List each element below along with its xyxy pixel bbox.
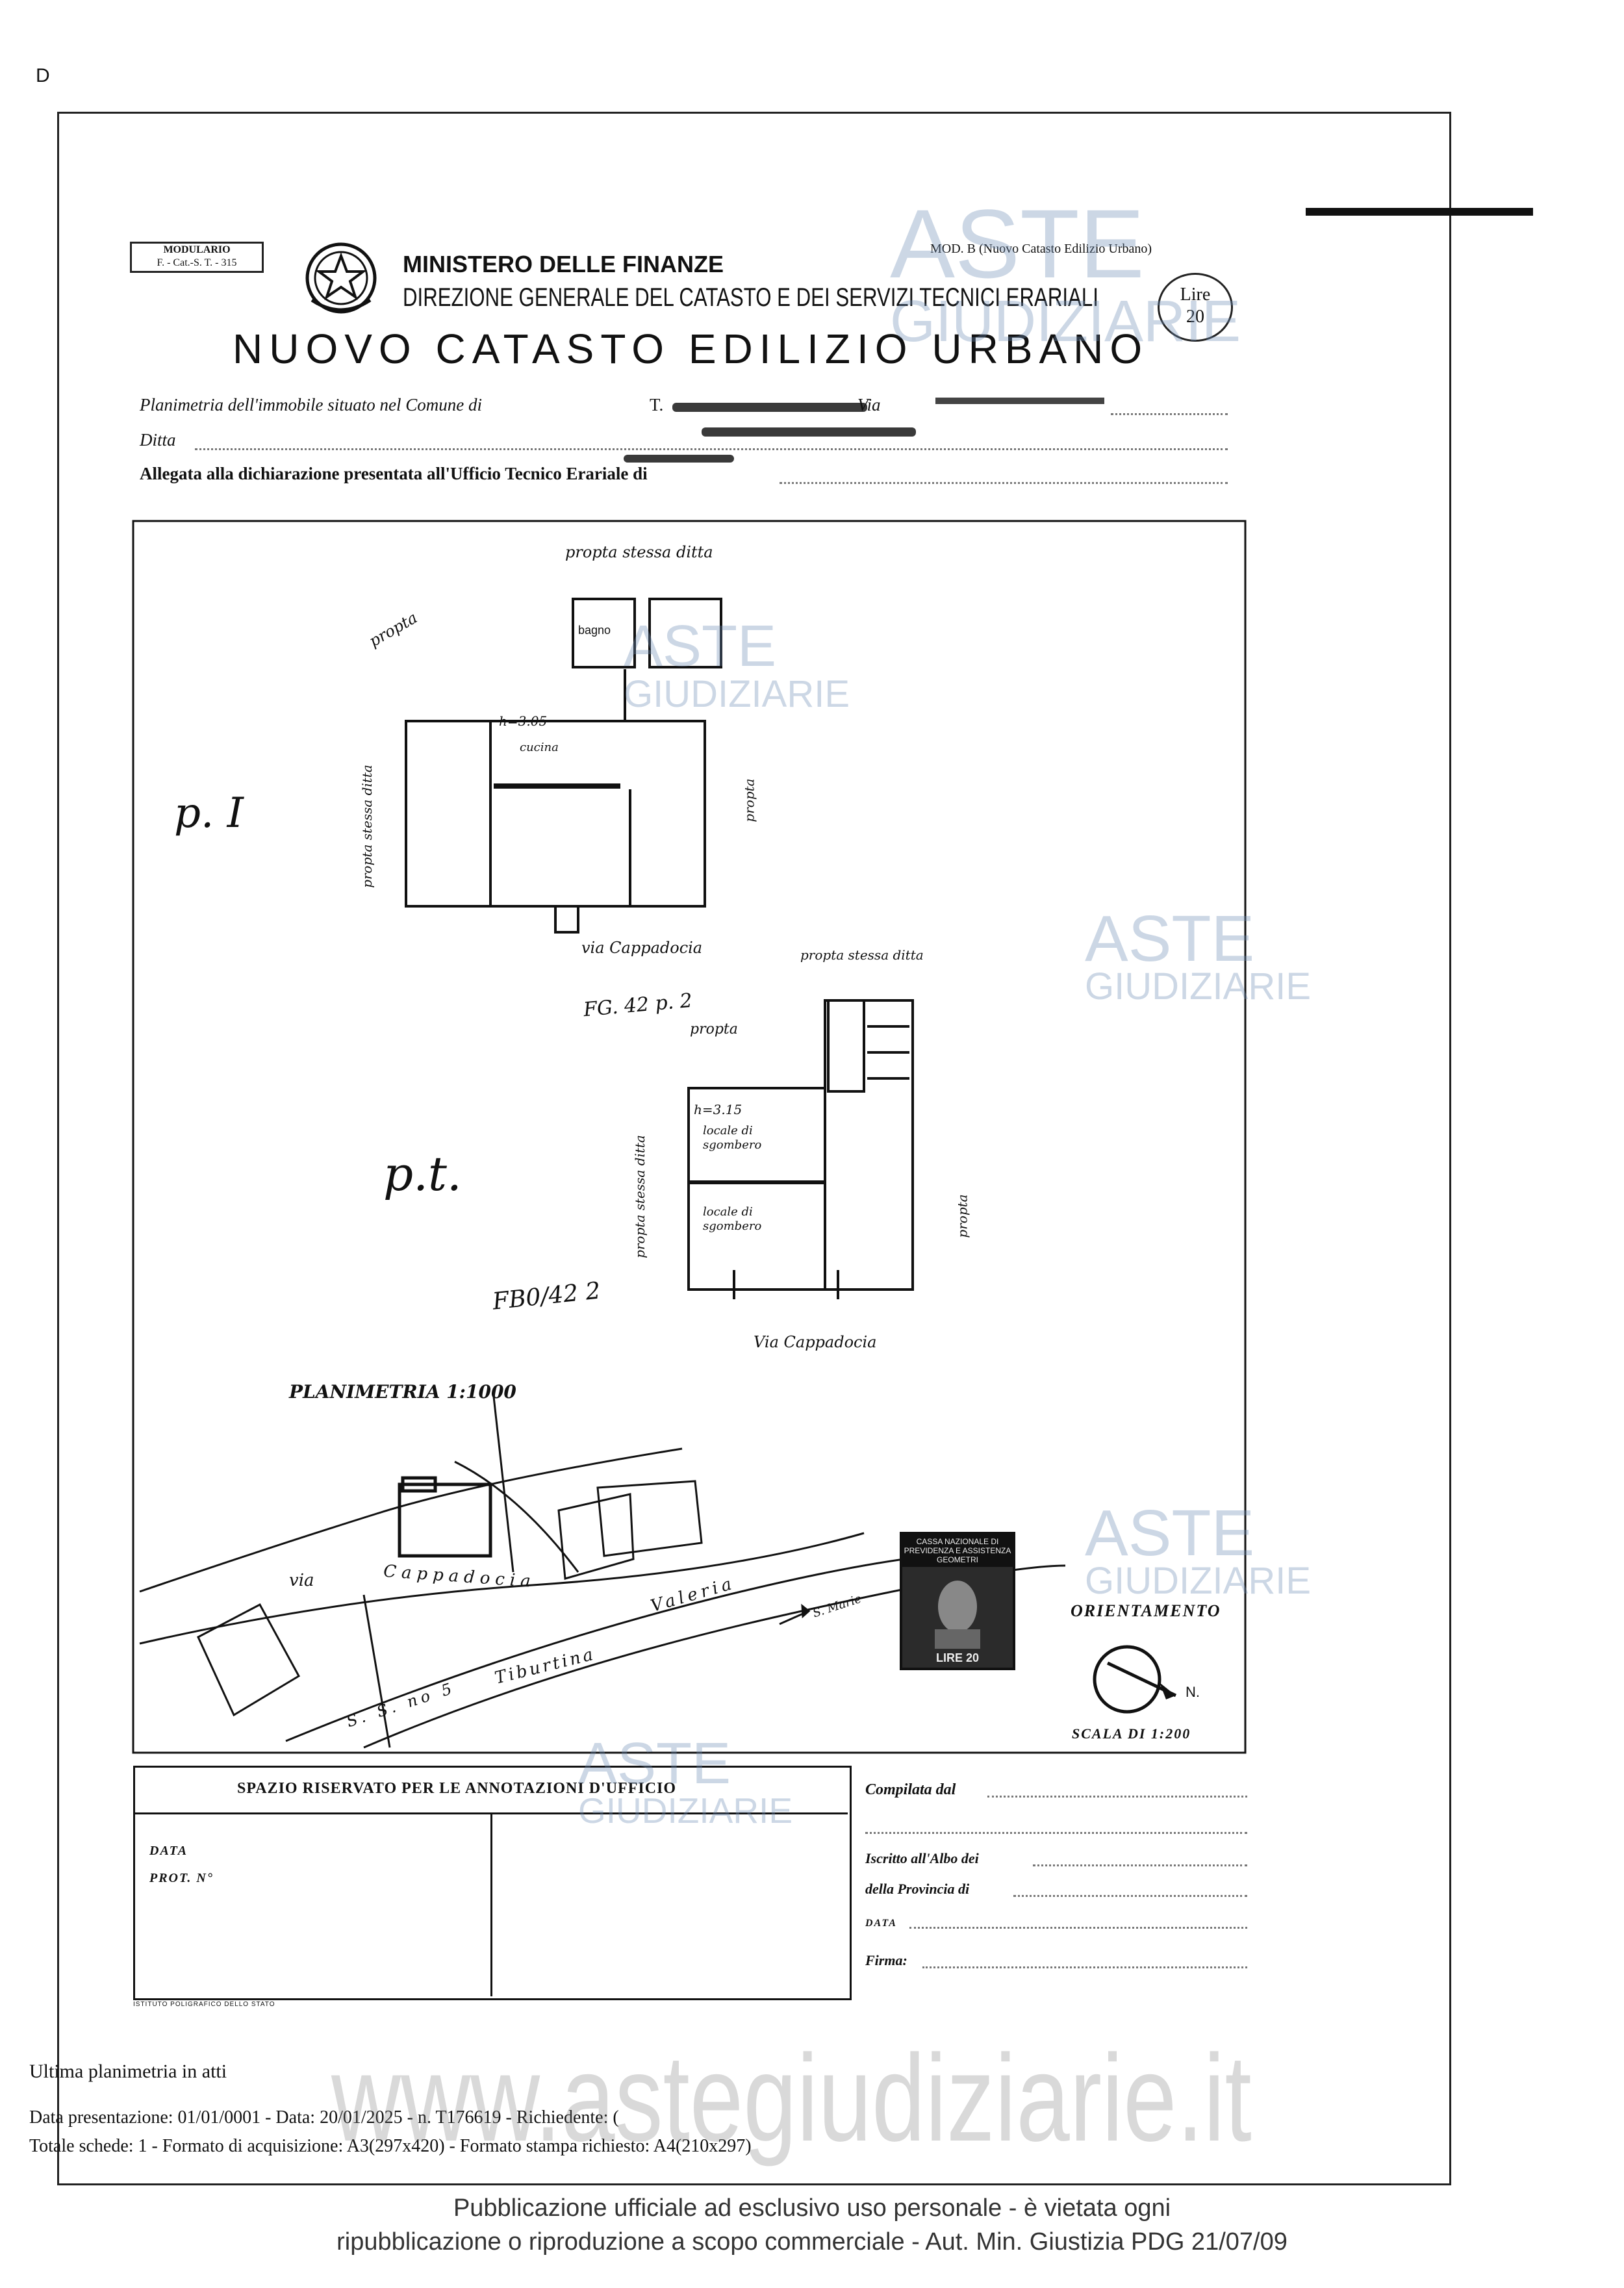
- redaction-comune: [672, 403, 867, 412]
- iscritto-label: Iscritto all'Albo dei: [865, 1850, 979, 1866]
- direction-title: DIREZIONE GENERALE DEL CATASTO E DEI SER…: [403, 283, 1098, 312]
- firma-label: Firma:: [865, 1952, 907, 1968]
- watermark-aste-5: ASTE: [578, 1731, 731, 1796]
- heavy-bar: [1306, 208, 1533, 216]
- label-upper-floor: p. I: [174, 789, 244, 837]
- compilata-label: Compilata dal: [865, 1781, 956, 1798]
- label-via-cappadocia-2: Via Cappadocia: [754, 1333, 877, 1351]
- compilata-line: [987, 1796, 1247, 1798]
- ministry-title: MINISTERO DELLE FINANZE: [403, 251, 724, 277]
- spazio-label: SPAZIO RISERVATO PER LE ANNOTAZIONI D'UF…: [237, 1780, 677, 1797]
- label-bagno: bagno: [578, 624, 611, 637]
- watermark-giudiziarie-2: GIUDIZIARIE: [624, 673, 850, 715]
- compilata-line-2: [865, 1832, 1247, 1834]
- label-planimetria-scale: PLANIMETRIA 1:1000: [289, 1381, 516, 1403]
- page-title: NUOVO CATASTO EDILIZIO URBANO: [233, 325, 1149, 372]
- ultima-planimetria: Ultima planimetria in atti: [29, 2061, 227, 2082]
- revenue-stamp-text-3: GEOMETRI: [936, 1555, 978, 1564]
- watermark-aste-3: ASTE: [1085, 902, 1255, 975]
- office-box-vertical: [490, 1812, 492, 1996]
- label-prop-stessa-ditta-side: propta stessa ditta: [359, 765, 375, 888]
- emblem-icon: [305, 242, 377, 314]
- data-presentazione: Data presentazione: 01/01/0001 - Data: 2…: [29, 2107, 619, 2128]
- modulario-box: MODULARIO F. - Cat.-S. T. - 315: [130, 242, 264, 273]
- modulario-line2: F. - Cat.-S. T. - 315: [157, 257, 237, 268]
- office-data-label: DATA: [149, 1844, 188, 1858]
- label-h-lower: h=3.15: [694, 1102, 742, 1117]
- firma-line: [922, 1966, 1247, 1968]
- redaction-ditta-2: [624, 455, 734, 463]
- watermark-giudiziarie-4: GIUDIZIARIE: [1085, 1560, 1312, 1602]
- data2-line: [909, 1927, 1247, 1929]
- lire-stamp-line1: Lire: [1180, 285, 1211, 305]
- revenue-stamp-value: LIRE 20: [935, 1651, 980, 1664]
- provincia-line: [1013, 1895, 1247, 1897]
- watermark-aste-4: ASTE: [1085, 1497, 1255, 1570]
- outer-frame: [57, 112, 1451, 2185]
- modulario-line1: MODULARIO: [163, 244, 231, 255]
- orientamento-label: ORIENTAMENTO: [1071, 1601, 1221, 1620]
- label-locale-1: locale di sgombero: [703, 1124, 762, 1152]
- via-line: [1111, 413, 1228, 415]
- label-via-cappadocia-1: via Cappadocia: [581, 939, 703, 957]
- label-prop-stessa-ditta-pt: propta stessa ditta: [800, 947, 924, 963]
- office-data2-label: DATA: [865, 1918, 897, 1929]
- label-locale-2: locale di sgombero: [703, 1205, 762, 1233]
- scala-label: SCALA DI 1:200: [1072, 1725, 1191, 1742]
- revenue-stamp: CASSA NAZIONALE DI PREVIDENZA E ASSISTEN…: [900, 1532, 1015, 1670]
- lire-stamp: Lire 20: [1158, 273, 1233, 342]
- label-prop-pt-right: propta: [954, 1194, 971, 1238]
- office-prot-label: PROT. N°: [149, 1871, 214, 1885]
- iscritto-line: [1033, 1864, 1247, 1866]
- label-ground-floor: p.t.: [383, 1147, 462, 1201]
- watermark-aste-1: ASTE: [890, 189, 1145, 298]
- comune-value: T.: [650, 395, 664, 414]
- redaction-via: [935, 398, 1104, 404]
- revenue-stamp-text-2: PREVIDENZA E ASSISTENZA: [904, 1546, 1011, 1555]
- office-box: [133, 1766, 852, 2000]
- lire-stamp-line2: 20: [1186, 307, 1204, 327]
- watermark-aste-2: ASTE: [624, 614, 777, 679]
- watermark-url: www.astegiudiziarie.it: [331, 2029, 1252, 2167]
- notice-line-1: Pubblicazione ufficiale ad esclusivo uso…: [453, 2194, 1171, 2222]
- allegata-line: [780, 482, 1228, 484]
- watermark-giudiziarie-5: GIUDIZIARIE: [578, 1790, 793, 1831]
- corner-letter: D: [36, 65, 50, 86]
- label-prop-right: propta: [741, 778, 757, 822]
- label-cucina: cucina: [520, 741, 559, 754]
- redaction-ditta: [702, 427, 916, 437]
- allegata-label: Allegata alla dichiarazione presentata a…: [140, 464, 648, 483]
- watermark-giudiziarie-1: GIUDIZIARIE: [890, 289, 1241, 354]
- label-prop-stessa-ditta-pt-side: propta stessa ditta: [631, 1135, 648, 1258]
- watermark-giudiziarie-3: GIUDIZIARIE: [1085, 965, 1312, 1008]
- map-label-via: via: [289, 1571, 314, 1590]
- printer-label: ISTITUTO POLIGRAFICO DELLO STATO: [133, 2001, 275, 2008]
- stamp-portrait-icon: [935, 1581, 980, 1649]
- provincia-label: della Provincia di: [865, 1881, 970, 1897]
- via-label: Via: [857, 395, 881, 414]
- ditta-label: Ditta: [140, 430, 176, 450]
- notice-line-2: ripubblicazione o riproduzione a scopo c…: [336, 2228, 1288, 2256]
- label-h-upper: h=3.05: [499, 713, 548, 729]
- mod-b-label: MOD. B (Nuovo Catasto Edilizio Urbano): [930, 242, 1152, 256]
- ditta-line: [195, 448, 1228, 450]
- label-prop-stessa-ditta-top: propta stessa ditta: [565, 543, 713, 561]
- revenue-stamp-text-1: CASSA NAZIONALE DI: [916, 1537, 999, 1546]
- totale-schede: Totale schede: 1 - Formato di acquisizio…: [29, 2136, 752, 2156]
- north-label: N.: [1186, 1684, 1200, 1700]
- label-prop-pt: propta: [690, 1021, 738, 1037]
- planimetria-label: Planimetria dell'immobile situato nel Co…: [140, 395, 482, 414]
